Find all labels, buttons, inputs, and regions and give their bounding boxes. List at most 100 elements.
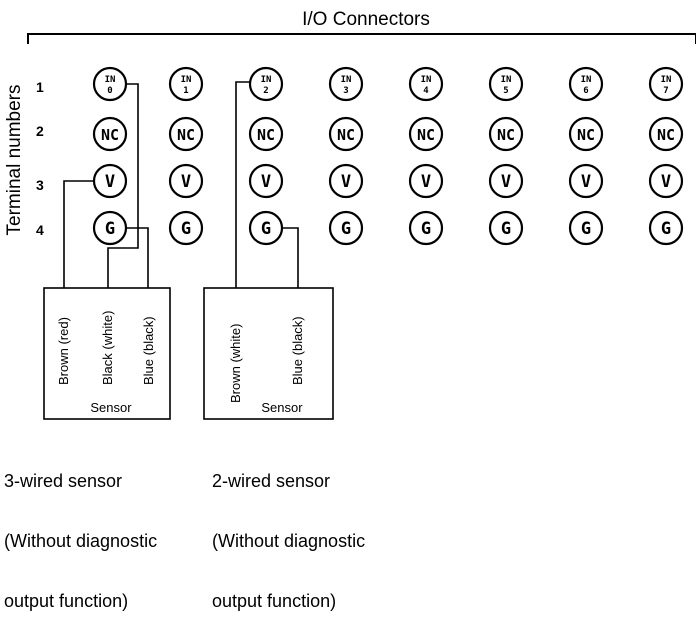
terminal-input-5 xyxy=(488,66,524,102)
sensor3-box xyxy=(43,287,171,420)
terminal-grid: IN0NCVGIN1NCVGIN2NCVGIN3NCVGIN4NCVGIN5NC… xyxy=(92,66,684,246)
terminal-input-1 xyxy=(168,66,204,102)
terminal-voltage-label-5: V xyxy=(501,172,511,192)
sensor2-caption: 2-wired sensor (Without diagnostic outpu… xyxy=(212,431,365,631)
terminal-ground-5 xyxy=(488,210,524,246)
terminal-ground-label-3: G xyxy=(341,219,351,239)
terminal-in-number-0: 0 xyxy=(107,86,112,96)
terminal-input-2 xyxy=(248,66,284,102)
wiring-diagram: I/O Connectors Terminal numbers 1 2 3 4 … xyxy=(4,9,696,420)
header-bracket xyxy=(27,33,696,44)
sensor3-wire-black: Black (white) xyxy=(100,311,115,385)
sensor3-wiring xyxy=(63,83,149,288)
row-number-4: 4 xyxy=(36,222,44,238)
terminal-ground-3 xyxy=(328,210,364,246)
terminal-voltage-1 xyxy=(168,163,204,199)
terminal-voltage-6 xyxy=(568,163,604,199)
terminal-ground-label-1: G xyxy=(181,219,191,239)
terminal-in-label-5: IN xyxy=(501,75,512,85)
row-number-3: 3 xyxy=(36,177,44,193)
terminal-voltage-label-0: V xyxy=(105,172,115,192)
diagram-title: I/O Connectors xyxy=(302,9,430,30)
terminal-nc-label-0: NC xyxy=(101,126,119,144)
terminal-voltage-7 xyxy=(648,163,684,199)
terminal-nc-label-6: NC xyxy=(577,126,595,144)
sensor3-label: Sensor xyxy=(90,400,132,415)
terminal-nc-2 xyxy=(248,116,284,152)
sensor2-wire-blue: Blue (black) xyxy=(290,316,305,385)
sensor2-box xyxy=(203,287,334,420)
terminal-nc-1 xyxy=(168,116,204,152)
terminal-input-4 xyxy=(408,66,444,102)
terminal-ground-7 xyxy=(648,210,684,246)
wire-black-white xyxy=(107,83,139,288)
terminal-ground-4 xyxy=(408,210,444,246)
terminal-nc-label-4: NC xyxy=(417,126,435,144)
terminal-nc-label-5: NC xyxy=(497,126,515,144)
terminal-ground-6 xyxy=(568,210,604,246)
terminal-in-label-1: IN xyxy=(181,75,192,85)
sensor3-caption: 3-wired sensor (Without diagnostic outpu… xyxy=(4,431,157,631)
sensor3-caption-line3: output function) xyxy=(4,591,129,611)
terminal-voltage-label-1: V xyxy=(181,172,191,192)
terminal-ground-label-4: G xyxy=(421,219,431,239)
terminal-ground-1 xyxy=(168,210,204,246)
wire-blue-black xyxy=(126,227,149,288)
terminal-voltage-4 xyxy=(408,163,444,199)
terminal-voltage-label-6: V xyxy=(581,172,591,192)
terminal-nc-label-2: NC xyxy=(257,126,275,144)
sensor3-wire-blue: Blue (black) xyxy=(141,316,156,385)
terminal-in-number-6: 6 xyxy=(583,86,588,96)
sensor2-wire-brown: Brown (white) xyxy=(228,324,243,403)
terminal-in-label-2: IN xyxy=(261,75,272,85)
row-number-1: 1 xyxy=(36,79,44,95)
wire-brown-white xyxy=(235,81,250,288)
terminal-ground-label-6: G xyxy=(581,219,591,239)
terminal-in-number-5: 5 xyxy=(503,86,508,96)
terminal-in-number-1: 1 xyxy=(183,86,188,96)
terminal-voltage-2 xyxy=(248,163,284,199)
sensor3-wire-brown: Brown (red) xyxy=(56,317,71,385)
terminal-voltage-5 xyxy=(488,163,524,199)
sensor2-label: Sensor xyxy=(261,400,303,415)
sensor2-caption-line1: 2-wired sensor xyxy=(212,471,331,491)
terminal-voltage-label-3: V xyxy=(341,172,351,192)
terminal-voltage-label-4: V xyxy=(421,172,431,192)
row-number-2: 2 xyxy=(36,123,44,139)
terminal-nc-6 xyxy=(568,116,604,152)
terminal-ground-label-0: G xyxy=(105,219,115,239)
terminal-in-label-3: IN xyxy=(341,75,352,85)
terminal-in-label-4: IN xyxy=(421,75,432,85)
terminal-in-label-0: IN xyxy=(105,75,116,85)
terminal-nc-label-7: NC xyxy=(657,126,675,144)
terminal-in-number-2: 2 xyxy=(263,86,268,96)
terminal-in-label-6: IN xyxy=(581,75,592,85)
terminal-nc-0 xyxy=(92,116,128,152)
terminal-numbers-label: Terminal numbers xyxy=(4,85,25,236)
terminal-voltage-label-2: V xyxy=(261,172,271,192)
sensor3-caption-line2: (Without diagnostic xyxy=(4,531,158,551)
sensor2-wiring xyxy=(235,81,299,288)
terminal-input-6 xyxy=(568,66,604,102)
terminal-in-number-4: 4 xyxy=(423,86,429,96)
terminal-in-label-7: IN xyxy=(661,75,672,85)
sensor3-caption-line1: 3-wired sensor xyxy=(4,471,123,491)
terminal-nc-4 xyxy=(408,116,444,152)
terminal-nc-5 xyxy=(488,116,524,152)
terminal-ground-label-7: G xyxy=(661,219,671,239)
terminal-input-7 xyxy=(648,66,684,102)
terminal-nc-label-3: NC xyxy=(337,126,355,144)
terminal-ground-label-2: G xyxy=(261,219,271,239)
terminal-nc-7 xyxy=(648,116,684,152)
terminal-input-3 xyxy=(328,66,364,102)
sensor2-caption-line2: (Without diagnostic xyxy=(212,531,366,551)
terminal-ground-label-5: G xyxy=(501,219,511,239)
terminal-nc-3 xyxy=(328,116,364,152)
terminal-voltage-3 xyxy=(328,163,364,199)
terminal-in-number-7: 7 xyxy=(663,86,668,96)
wire-brown-red xyxy=(63,180,94,288)
sensor2-caption-line3: output function) xyxy=(212,591,337,611)
terminal-nc-label-1: NC xyxy=(177,126,195,144)
terminal-voltage-label-7: V xyxy=(661,172,671,192)
terminal-in-number-3: 3 xyxy=(343,86,348,96)
